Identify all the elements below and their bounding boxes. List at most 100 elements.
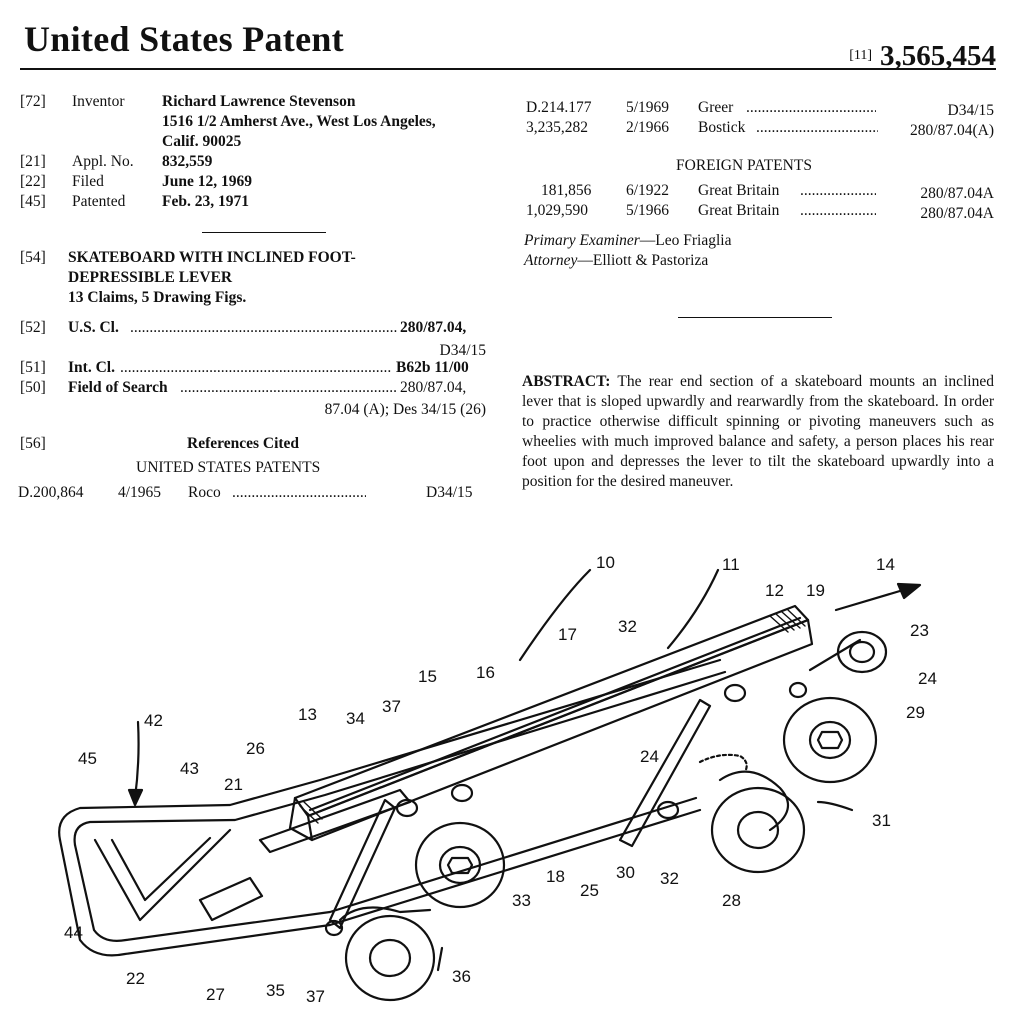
svg-text:10: 10 [596,553,615,572]
invention-title-line2: DEPRESSIBLE LEVER [68,269,233,286]
svg-text:30: 30 [616,863,635,882]
patent-number: [11] 3,565,454 [849,40,996,73]
attorney: Attorney—Elliott & Pastoriza [524,251,708,271]
ref-num: D.214.177 [526,99,592,116]
us-class-label: U.S. Cl. [68,319,119,336]
patent-header-title: United States Patent [24,19,344,59]
arrowhead [896,582,922,600]
wheel-front-right [414,821,506,909]
svg-text:24: 24 [918,669,937,688]
int-class-label: Int. Cl. [68,359,115,376]
upper-rail [58,658,722,842]
search-value2: 87.04 (A); Des 34/15 (26) [324,401,486,418]
lever-arm [328,798,397,930]
ref-date: 5/1969 [626,99,670,116]
svg-text:32: 32 [618,617,637,636]
svg-text:16: 16 [476,663,495,682]
patent-number-value: 3,565,454 [880,40,996,72]
reference-numerals: 10 11 12 14 19 23 24 29 31 32 17 16 15 1… [64,553,937,1006]
int-class-code: [51] [20,359,46,376]
primary-examiner-name: —Leo Friaglia [639,232,732,249]
ref-name: Greer [698,99,734,116]
filed-code: [22] [20,173,46,190]
int-class-value: B62b 11/00 [396,359,469,376]
svg-text:25: 25 [580,881,599,900]
board-hatching [299,609,806,824]
svg-text:13: 13 [298,705,317,724]
us-class-code: [52] [20,319,46,336]
search-leader: ........................................… [180,379,396,396]
ref-name: Roco [188,484,221,501]
attorney-name: —Elliott & Pastoriza [577,252,709,269]
svg-text:18: 18 [546,867,565,886]
svg-text:34: 34 [346,709,365,728]
nut [816,730,844,750]
inventor-label: Inventor [72,93,125,110]
bar-hatch [258,788,412,854]
ref-class: D34/15 [426,484,473,501]
rear-truck [718,770,790,832]
patented-value: Feb. 23, 1971 [162,193,249,210]
svg-text:17: 17 [558,625,577,644]
patent-number-code: [11] [849,48,872,63]
svg-text:23: 23 [910,621,929,640]
svg-text:32: 32 [660,869,679,888]
patented-code: [45] [20,193,46,210]
abstract-text: The rear end section of a skateboard mou… [522,373,994,490]
svg-text:15: 15 [418,667,437,686]
title-code: [54] [20,249,46,266]
svg-text:36: 36 [452,967,471,986]
ref-class: 280/87.04A [920,185,994,202]
wheel-rear-left [710,786,806,874]
leader-11 [666,568,720,650]
svg-text:35: 35 [266,981,285,1000]
ref-date: 2/1966 [626,119,670,136]
svg-text:37: 37 [306,987,325,1006]
ref-name: Great Britain [698,202,780,219]
int-class-leader: ........................................… [120,359,392,376]
claims-count: 13 Claims, 5 Drawing Figs. [68,289,247,306]
abstract: ABSTRACT: The rear end section of a skat… [522,372,994,492]
references-heading: References Cited [187,435,300,452]
svg-text:44: 44 [64,923,83,942]
ref-class: D34/15 [947,102,995,119]
svg-text:24: 24 [640,747,659,766]
ref-leader: ........................................… [232,484,366,501]
board-line [308,616,802,812]
filed-label: Filed [72,173,104,190]
lower-rail [58,808,702,957]
svg-text:42: 42 [144,711,163,730]
ref-class: 280/87.04(A) [910,122,994,139]
board-front-edge [288,796,314,842]
us-class-value1: 280/87.04, [400,319,467,336]
section-divider [678,317,832,318]
ref-leader: ........................................… [800,202,876,219]
lower-rail-inner [73,796,698,942]
direction-arrow [834,586,912,612]
svg-text:31: 31 [872,811,891,830]
primary-examiner-label: Primary Examiner [524,232,640,249]
appl-code: [21] [20,153,46,170]
search-label: Field of Search [68,379,168,396]
lever-triangle-inner [110,836,212,902]
search-code: [50] [20,379,46,396]
us-patents-heading: UNITED STATES PATENTS [136,459,321,476]
ref-name: Great Britain [698,182,780,199]
upper-rail-inner [73,670,727,847]
svg-text:33: 33 [512,891,531,910]
svg-text:29: 29 [906,703,925,722]
ref-num: 3,235,282 [526,119,588,136]
svg-text:12: 12 [765,581,784,600]
svg-text:37: 37 [382,697,401,716]
svg-text:28: 28 [722,891,741,910]
svg-text:22: 22 [126,969,145,988]
foreign-patents-heading: FOREIGN PATENTS [676,157,812,174]
primary-examiner: Primary Examiner—Leo Friaglia [524,231,731,251]
axle-cap [836,630,888,674]
ref-leader: ........................................… [756,119,878,136]
board-side [306,618,814,842]
leader-36 [436,946,444,972]
svg-text:27: 27 [206,985,225,1004]
inventor-address-1: 1516 1/2 Amherst Ave., West Los Angeles, [162,113,436,130]
abstract-label: ABSTRACT: [522,373,611,390]
